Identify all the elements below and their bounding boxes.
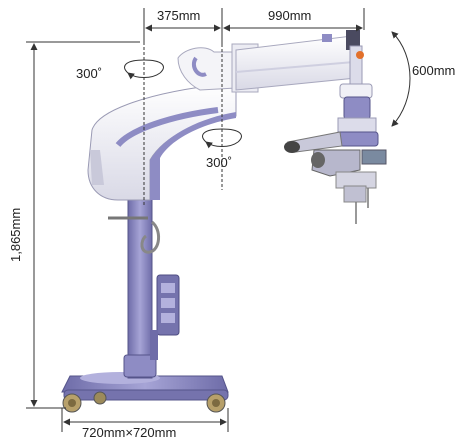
microscope-head xyxy=(284,45,387,224)
dimension-arc-vertical-travel xyxy=(391,31,411,127)
support-arm xyxy=(177,30,360,93)
caster-wheels xyxy=(62,391,226,413)
microscope-illustration xyxy=(61,30,387,413)
main-housing xyxy=(87,83,237,201)
cable-hook xyxy=(108,216,160,254)
rotation-arrow-upper xyxy=(124,59,164,80)
label-arm-offset: 375mm xyxy=(157,8,200,23)
label-base-footprint: 720mm×720mm xyxy=(82,425,176,439)
label-rotation-lower: 300˚ xyxy=(206,155,232,170)
label-vertical-travel: 600mm xyxy=(412,63,455,78)
control-panel xyxy=(150,274,180,360)
label-total-height: 1,865mm xyxy=(8,208,23,262)
label-rotation-upper: 300˚ xyxy=(76,66,102,81)
label-arm-reach: 990mm xyxy=(268,8,311,23)
rotation-arrow-lower xyxy=(202,128,242,149)
